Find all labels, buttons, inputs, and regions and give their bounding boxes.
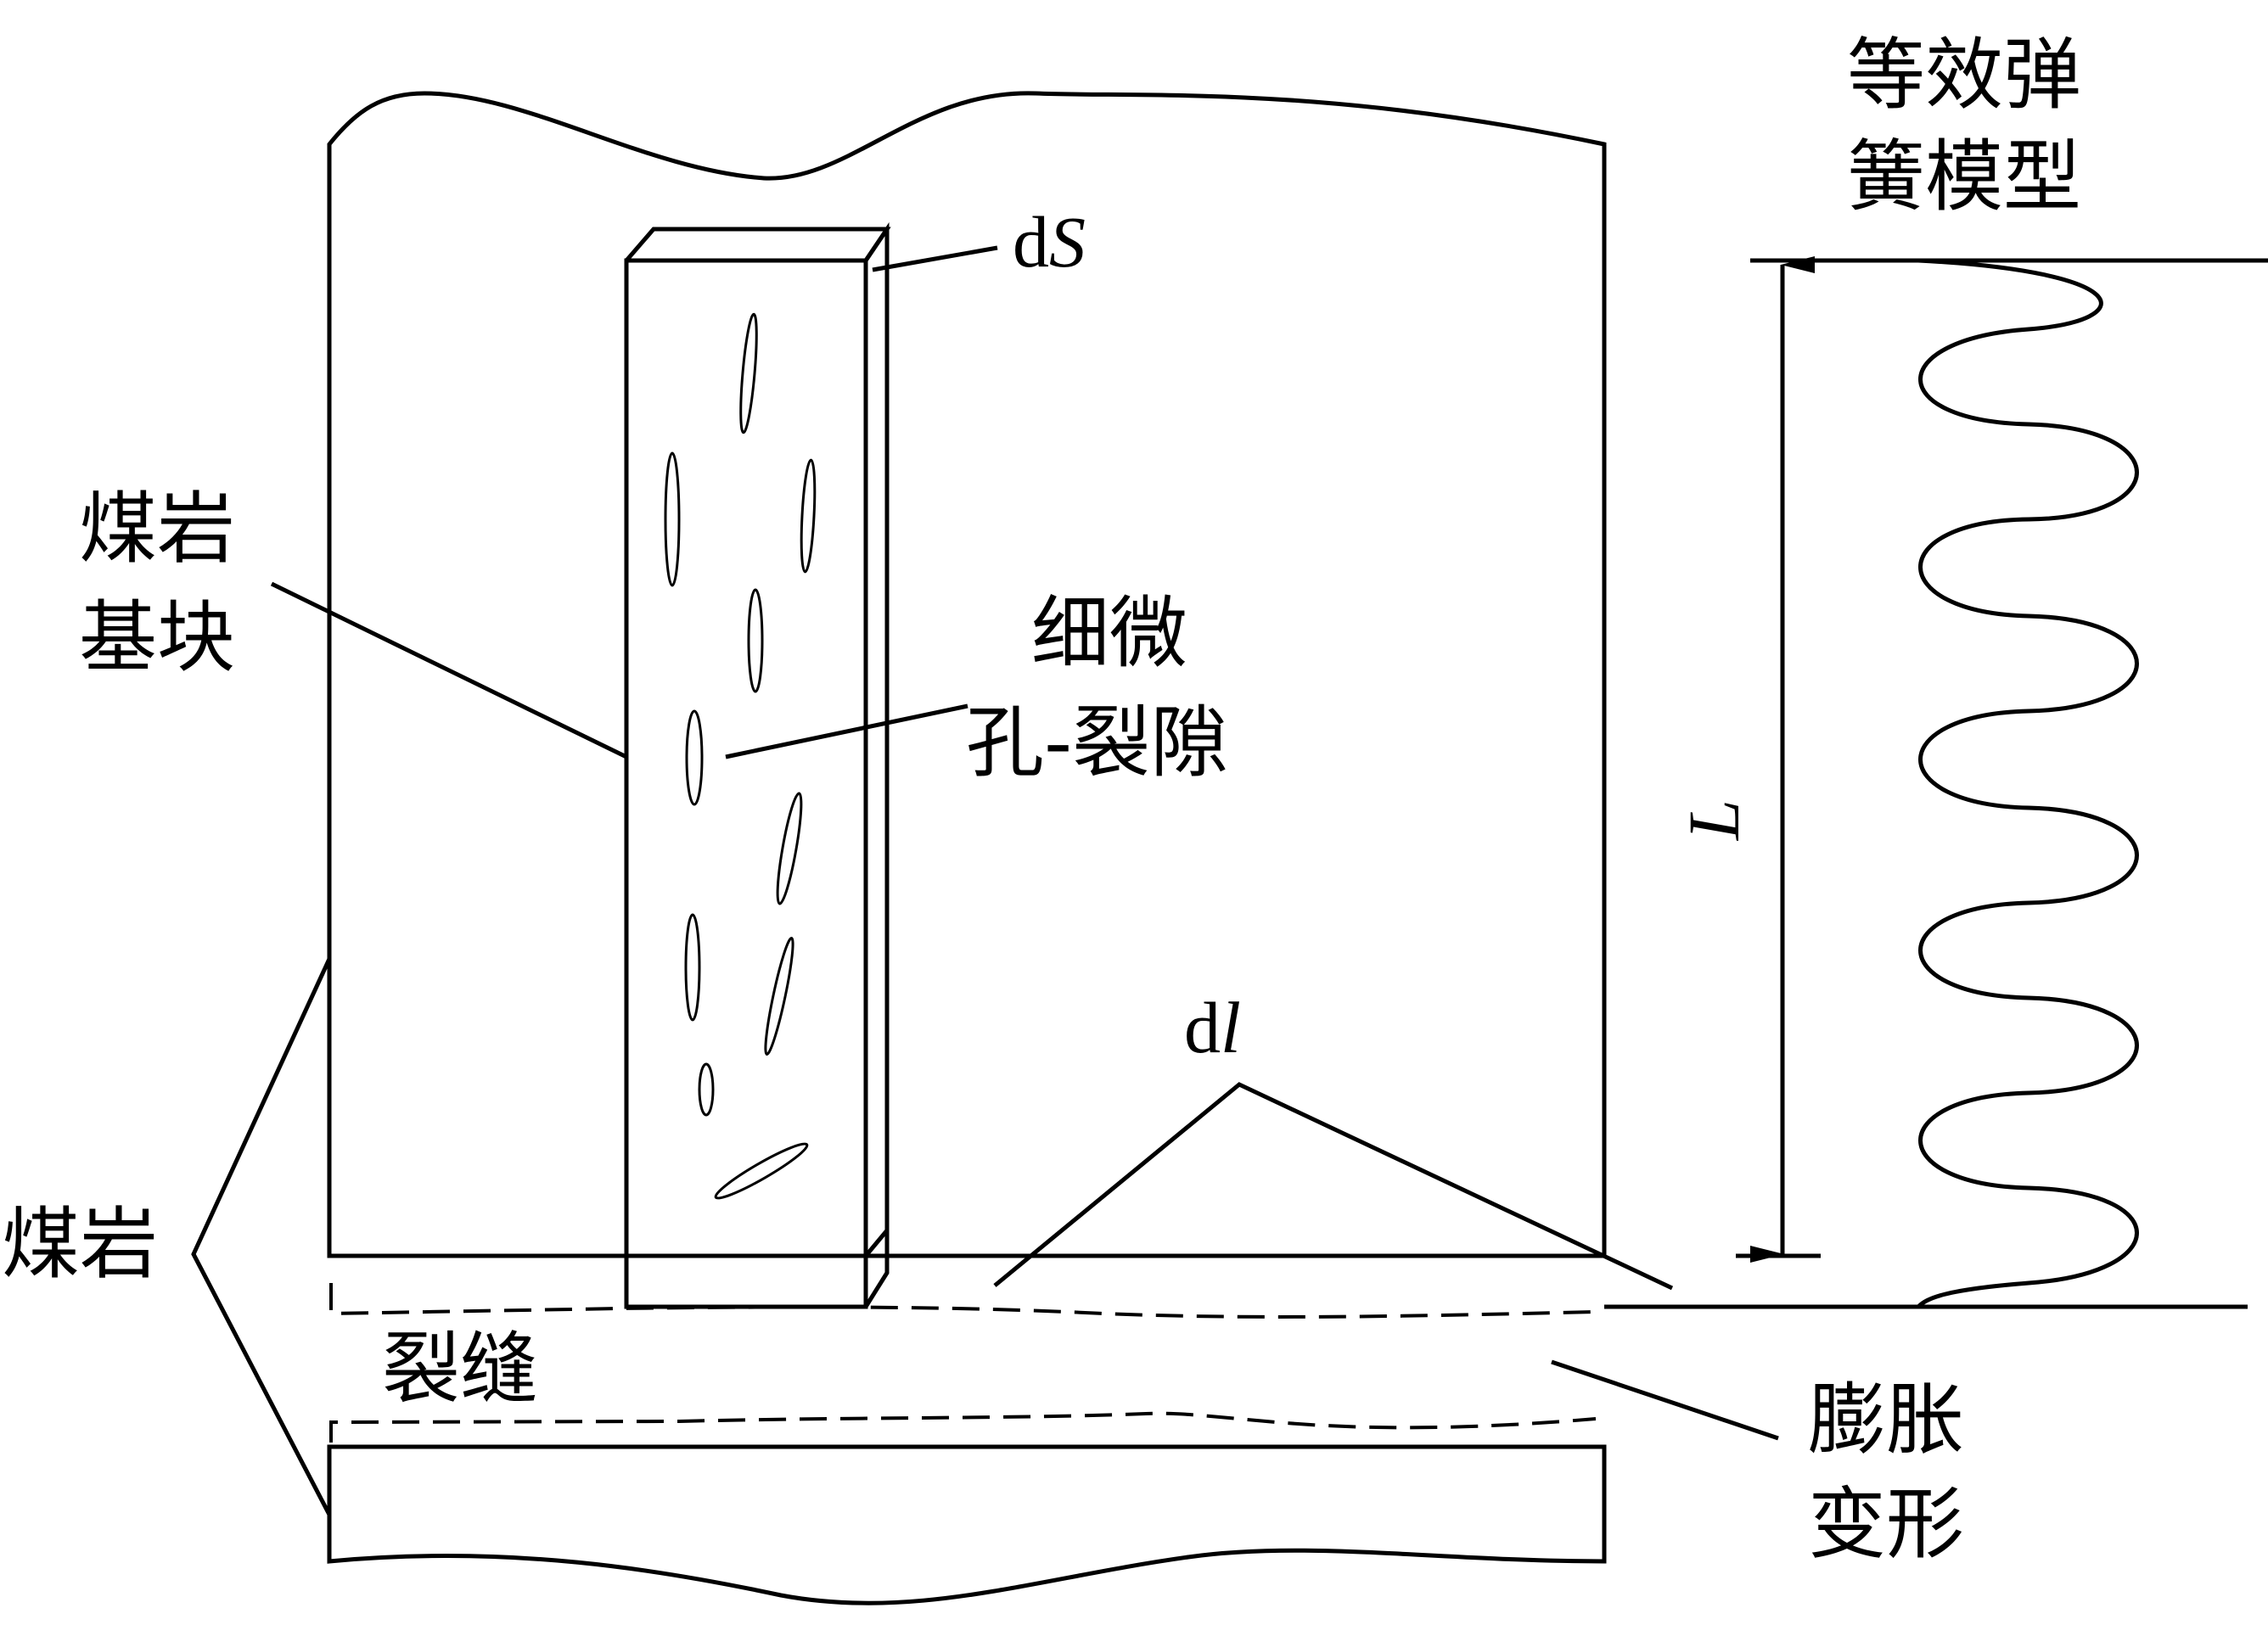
- swelling-label-line2: 变形: [1808, 1479, 1964, 1570]
- micro-pore-label-line2: 孔-裂隙: [966, 698, 1228, 788]
- fracture-label: 裂缝: [382, 1324, 538, 1415]
- spring-model-label-line1: 等效弹: [1847, 30, 2081, 120]
- length-label: L: [1673, 799, 1754, 842]
- ds-label: dS: [1013, 201, 1086, 283]
- leader-swelling: [1551, 1359, 1779, 1441]
- leader-coal-matrix: [270, 581, 628, 759]
- spring-coil: [1917, 258, 2139, 1308]
- upper-coal-block: [327, 91, 1607, 1258]
- matrix-column: [624, 221, 1604, 1309]
- micro-pore-label-line1: 细微: [1031, 588, 1187, 679]
- leader-micro-pore: [725, 703, 968, 759]
- spring-model-label-line2: 簧模型: [1847, 132, 2081, 222]
- fracture-bottom-dashed: [329, 1411, 1597, 1443]
- coal-matrix-label-line1: 煤岩: [79, 484, 235, 574]
- swelling-label-line1: 膨胀: [1808, 1375, 1964, 1465]
- leader-dl: [993, 1082, 1674, 1291]
- dl-label: dl: [1184, 987, 1241, 1068]
- lower-coal-block: [327, 1444, 1607, 1605]
- coal-matrix-label-line2: 基块: [79, 592, 235, 683]
- micro-pores: [664, 312, 817, 1200]
- leader-ds: [872, 245, 998, 272]
- coal-rock-bracket: [191, 957, 332, 1516]
- fracture-top-dashed: [329, 1283, 1597, 1319]
- coal-rock-label: 煤岩: [2, 1199, 158, 1290]
